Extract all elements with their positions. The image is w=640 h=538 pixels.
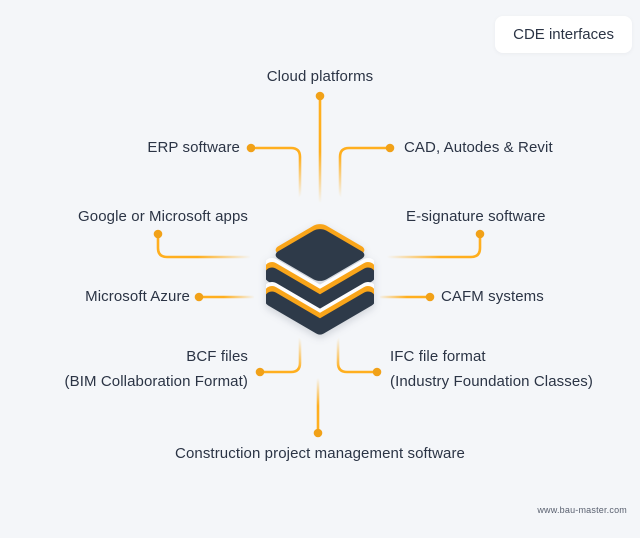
title-badge: CDE interfaces bbox=[495, 16, 632, 53]
node-cad-autodesk-revit: CAD, Autodes & Revit bbox=[404, 139, 553, 156]
dot-construction bbox=[313, 428, 323, 438]
connector-esignature bbox=[385, 236, 482, 259]
dot-ifc bbox=[372, 367, 382, 377]
connector-ifc bbox=[336, 336, 375, 374]
dot-azure bbox=[194, 292, 204, 302]
node-google-microsoft-apps: Google or Microsoft apps bbox=[78, 208, 248, 225]
node-erp-software: ERP software bbox=[147, 139, 240, 156]
layer-middle bbox=[266, 267, 374, 311]
dot-google bbox=[153, 229, 163, 239]
connector-erp bbox=[254, 146, 302, 199]
node-cafm-systems: CAFM systems bbox=[441, 288, 544, 305]
dot-cad bbox=[385, 143, 395, 153]
layers-icon bbox=[266, 224, 374, 335]
dot-erp bbox=[246, 143, 256, 153]
node-bcf-files: BCF files (BIM Collaboration Format) bbox=[65, 344, 249, 394]
node-esignature-software: E-signature software bbox=[406, 208, 546, 225]
connector-google bbox=[156, 236, 253, 259]
node-cloud-platforms: Cloud platforms bbox=[266, 68, 374, 85]
dot-cafm bbox=[425, 292, 435, 302]
layer-top bbox=[275, 229, 365, 281]
dot-esignature bbox=[475, 229, 485, 239]
node-construction-pm-software: Construction project management software bbox=[175, 445, 465, 462]
node-ifc-file-format: IFC file format (Industry Foundation Cla… bbox=[390, 344, 593, 394]
dot-bcf bbox=[255, 367, 265, 377]
website-url: www.bau-master.com bbox=[537, 505, 627, 515]
layer-bottom bbox=[266, 291, 374, 335]
node-ifc-file-format-line2: (Industry Foundation Classes) bbox=[390, 373, 593, 390]
connector-bcf bbox=[262, 336, 302, 374]
node-microsoft-azure: Microsoft Azure bbox=[85, 288, 190, 305]
connector-cad bbox=[338, 146, 388, 199]
node-bcf-files-line2: (BIM Collaboration Format) bbox=[64, 373, 248, 390]
dot-cloud bbox=[315, 91, 325, 101]
node-ifc-file-format-line1: IFC file format bbox=[390, 348, 486, 365]
node-bcf-files-line1: BCF files bbox=[186, 348, 248, 365]
